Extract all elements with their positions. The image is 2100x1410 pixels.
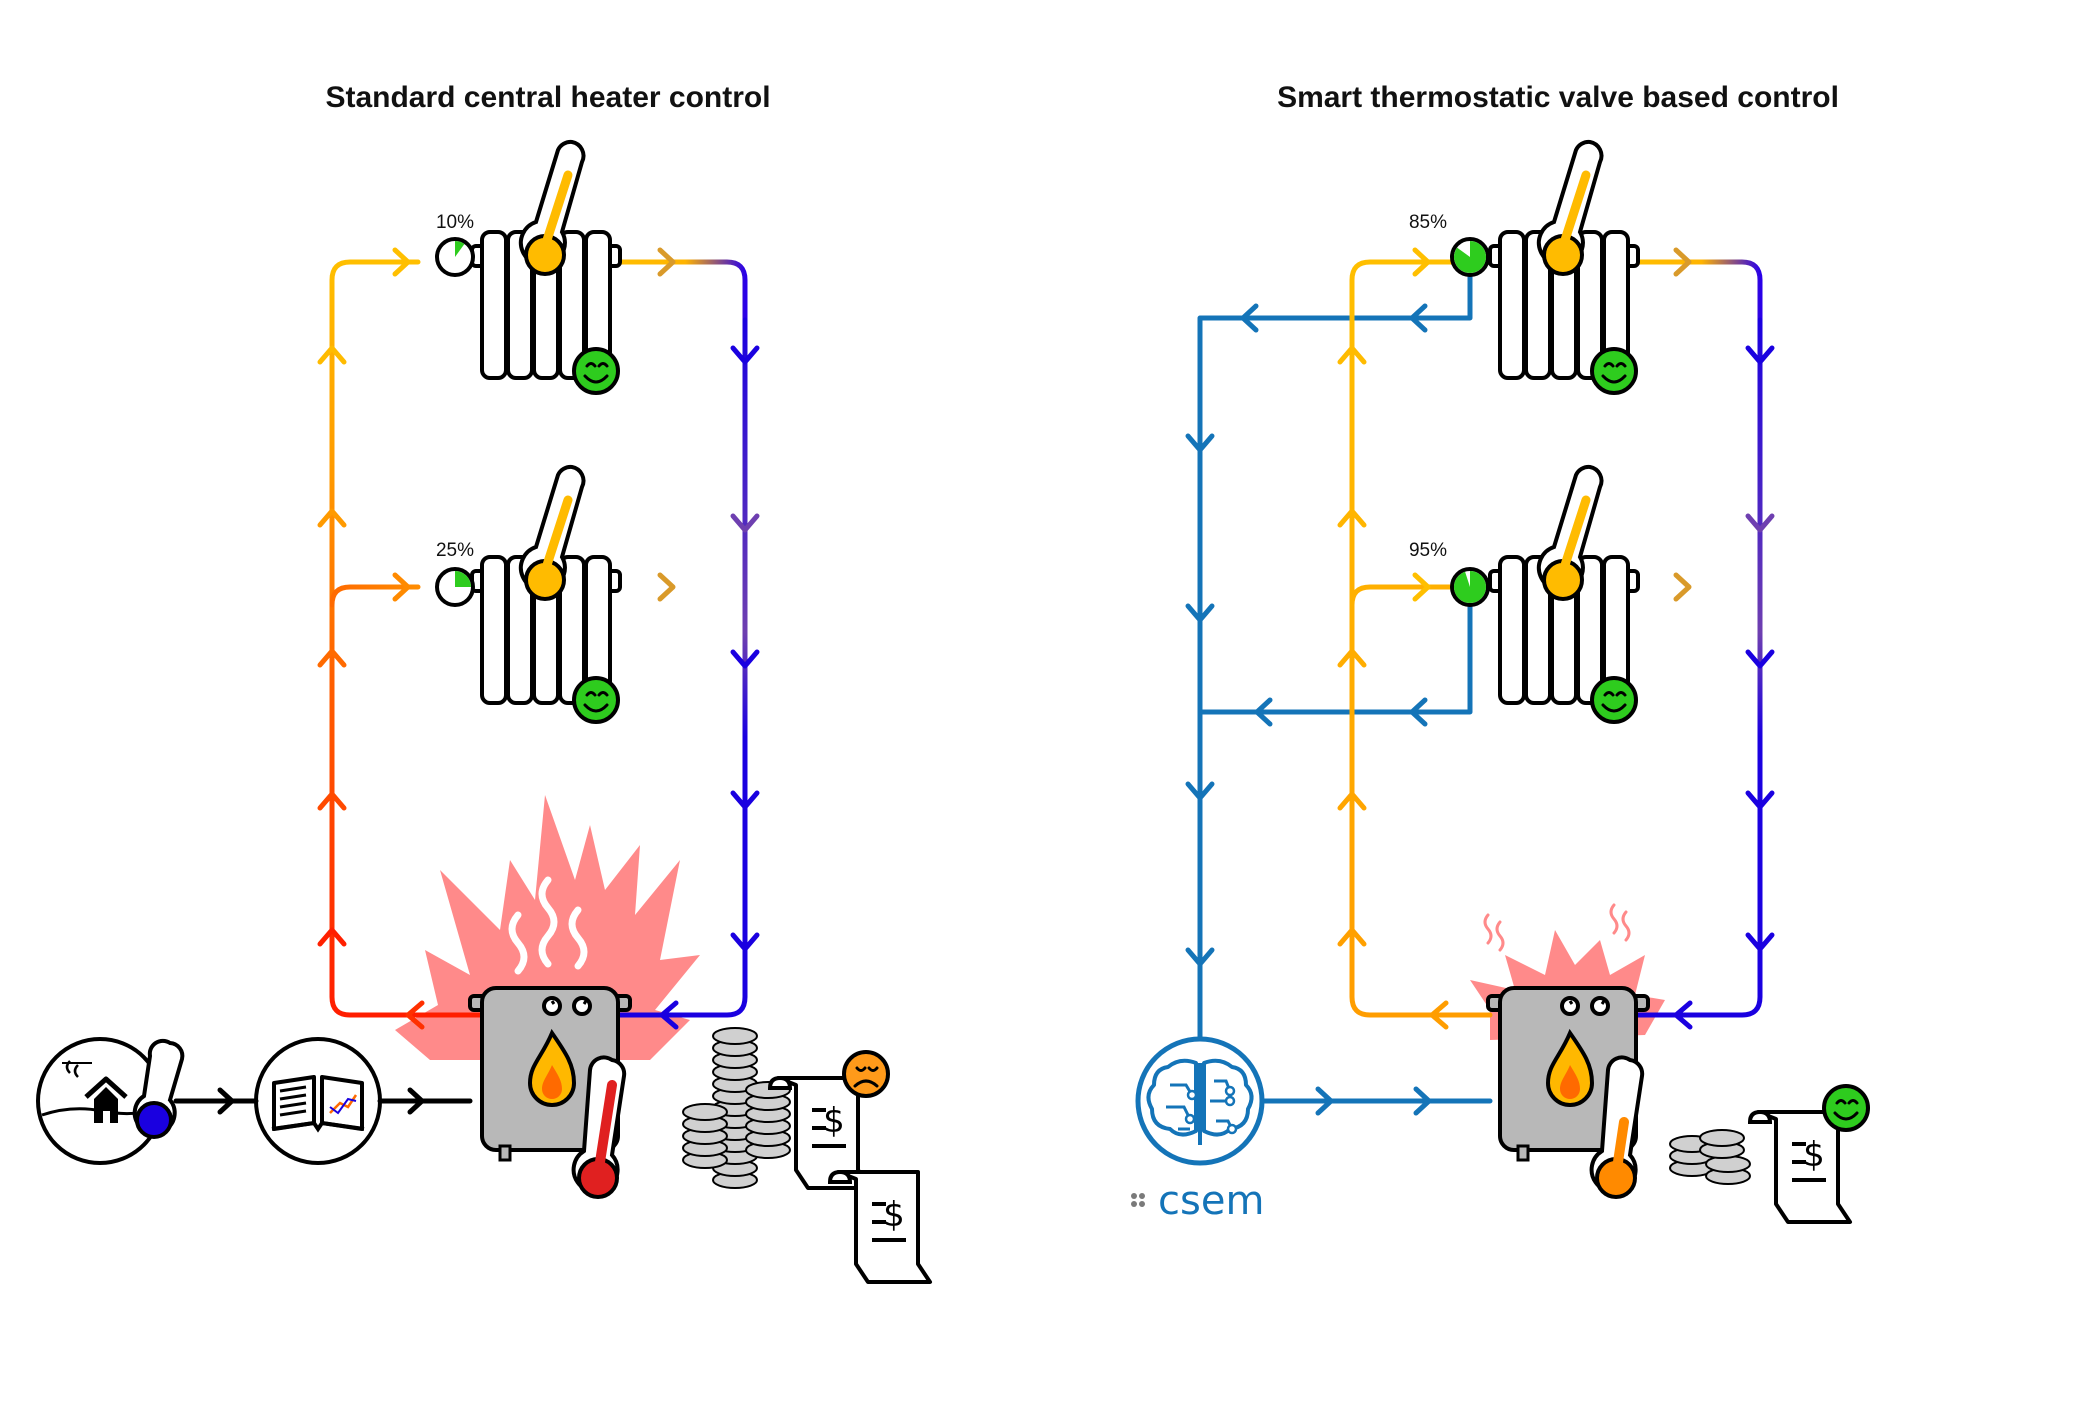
smiley-icon [1822, 1084, 1870, 1132]
brain-circuit-icon [1135, 1036, 1265, 1166]
valve-mid-left [435, 567, 475, 607]
right-panel: 85% 95% [1131, 139, 1870, 1224]
thermometer-icon [1536, 464, 1604, 601]
logo-dots-icon [1131, 1193, 1145, 1207]
steam-icon [1483, 903, 1631, 952]
valve-mid-right [1450, 567, 1490, 607]
valve-percent-label: 85% [1409, 212, 1447, 233]
logo-text: csem [1158, 1178, 1264, 1224]
smiley-icon [1590, 347, 1638, 395]
svg-text:$: $ [1803, 1135, 1825, 1175]
smiley-icon [1590, 676, 1638, 724]
svg-text:$: $ [823, 1101, 845, 1141]
smiley-icon [572, 676, 620, 724]
valve-top-left [435, 237, 475, 277]
left-panel-title: Standard central heater control [325, 81, 770, 114]
outdoor-sensor-icon [36, 1037, 164, 1165]
flame-icon [527, 1028, 577, 1107]
steam-icon [508, 876, 588, 975]
left-flow-arrows [317, 247, 760, 1030]
thermometer-icon [518, 139, 586, 276]
book-icon [254, 1037, 382, 1165]
radiator-icon [470, 230, 622, 380]
left-pipe-network [329, 259, 748, 1018]
left-panel: 10% 25% [36, 139, 932, 1284]
valve-opening-wedge [455, 241, 465, 257]
right-panel-title: Smart thermostatic valve based control [1277, 81, 1839, 114]
valve-percent-label: 25% [436, 540, 474, 561]
thermometer-icon [1589, 1055, 1645, 1199]
valve-percent-label: 95% [1409, 540, 1447, 561]
valve-opening-wedge [455, 571, 471, 587]
csem-logo: csem [1131, 1178, 1264, 1224]
smiley-icon [572, 347, 620, 395]
right-flow-arrows [1337, 247, 1775, 1030]
thermometer-icon [518, 464, 586, 601]
unhappy-smiley-icon [842, 1050, 890, 1098]
valve-opening-wedge [1454, 241, 1487, 273]
right-pipe-network [1349, 259, 1763, 1018]
valve-percent-label: 10% [436, 212, 474, 233]
coins-icon [682, 1027, 791, 1189]
thermometer-icon [571, 1055, 627, 1199]
invoice-icon: $ [1747, 1109, 1852, 1224]
invoice-icon: $ [767, 1075, 872, 1190]
control-signal-lines [1185, 259, 1493, 1116]
large-flame-shape [395, 795, 700, 1060]
valve-top-right [1450, 237, 1490, 277]
svg-text:$: $ [883, 1195, 905, 1235]
valve-opening-wedge [1453, 571, 1486, 603]
coins-icon [1669, 1129, 1751, 1185]
invoice-icon: $ [827, 1169, 932, 1284]
flame-icon [1545, 1028, 1595, 1107]
thermometer-icon [132, 1038, 185, 1139]
control-chain-connectors [173, 1087, 473, 1115]
thermometer-icon [1536, 139, 1604, 276]
